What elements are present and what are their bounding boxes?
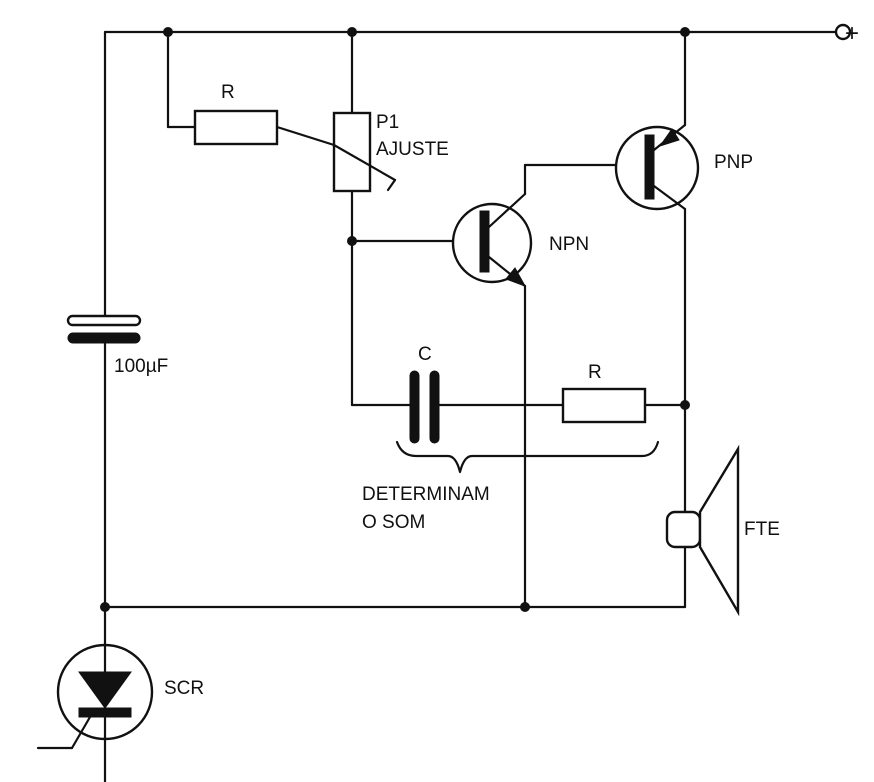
resistor-r-bottom [561, 387, 687, 424]
resistor-r-top [166, 30, 336, 147]
p1-name-label: P1 [376, 112, 399, 133]
speaker-fte [665, 444, 740, 617]
npn-transistor [451, 163, 642, 609]
p1-desc-label: AJUSTE [376, 139, 449, 160]
r-top-label: R [221, 82, 235, 103]
top-rail [103, 23, 852, 41]
r-bottom-label: R [588, 362, 602, 383]
determinam-label: DETERMINAM [362, 484, 490, 505]
npn-label: NPN [549, 234, 589, 255]
capacitor-c [350, 370, 565, 444]
capacitor-100uf-label: 100µF [114, 356, 168, 377]
brace [395, 440, 660, 474]
capacitor-100uf [66, 30, 142, 644]
scr [36, 640, 154, 782]
pnp-transistor [614, 30, 700, 514]
capacitor-c-label: C [418, 344, 432, 365]
scr-label: SCR [164, 678, 204, 699]
fte-label: FTE [744, 519, 780, 540]
bottom-rail [100, 602, 687, 612]
plus-label: + [845, 20, 859, 47]
potentiometer-p1 [332, 30, 460, 407]
positive-terminal [834, 23, 852, 41]
o-som-label: O SOM [362, 512, 425, 533]
pnp-label: PNP [714, 152, 753, 173]
